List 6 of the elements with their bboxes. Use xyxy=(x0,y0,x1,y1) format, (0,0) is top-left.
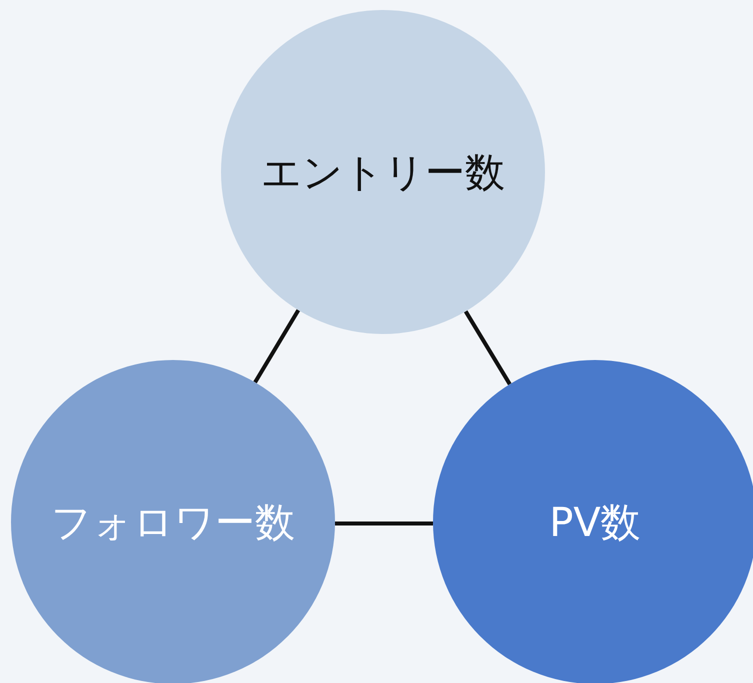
connector-line xyxy=(464,310,512,386)
connector-line xyxy=(253,309,300,384)
connector-line xyxy=(335,522,433,526)
node-label: PV数 xyxy=(549,498,641,548)
node-label: エントリー数 xyxy=(261,148,505,198)
node-label: フォロワー数 xyxy=(51,498,295,548)
